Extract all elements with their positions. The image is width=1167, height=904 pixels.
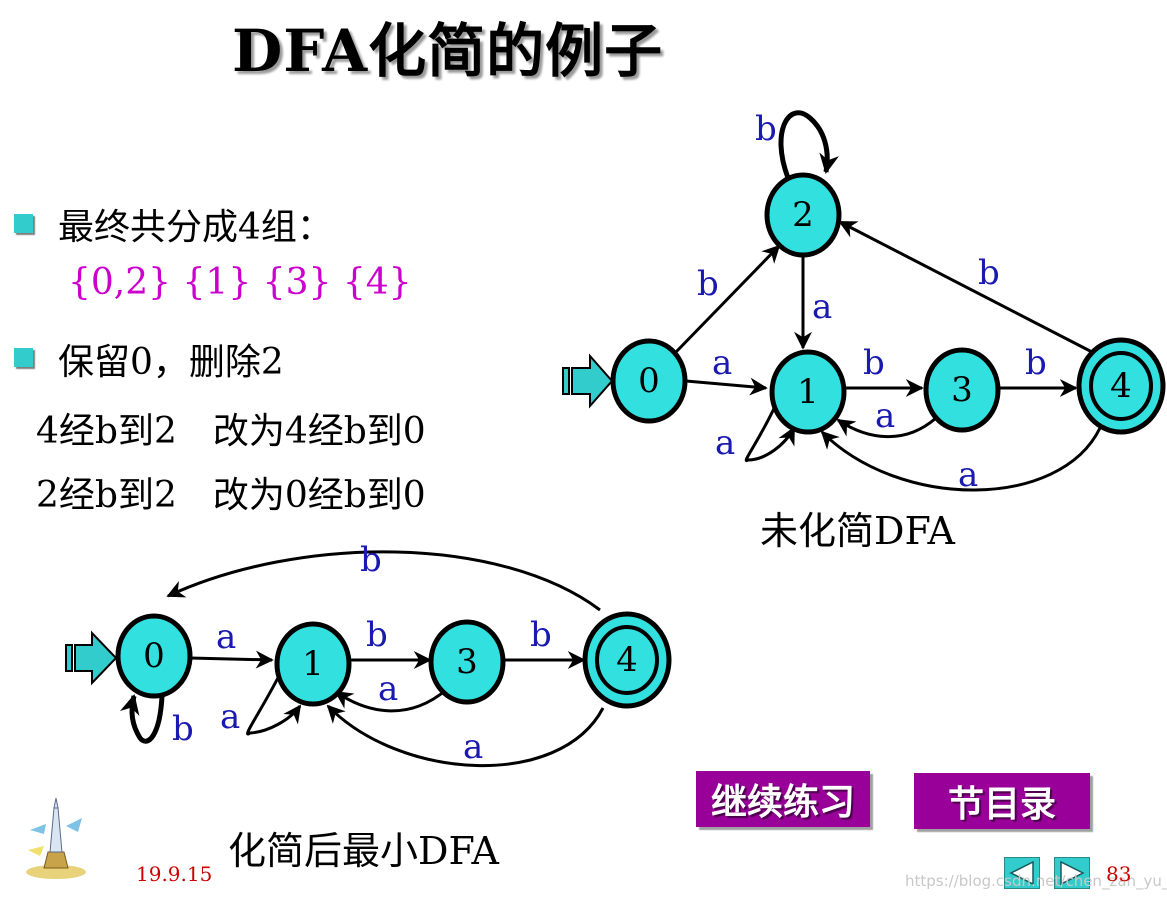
label-2-1: a [812, 287, 832, 327]
date-stamp: 19.9.15 [136, 862, 213, 886]
svg-text:3: 3 [456, 642, 478, 682]
label-0-1: a [712, 343, 732, 383]
label-1-1: a [220, 697, 240, 737]
state-4-accepting: 4 [582, 611, 672, 709]
state-0: 0 [610, 338, 688, 424]
edge-4-2-b [838, 220, 1093, 354]
minimized-dfa: a b b a a b a b 0 1 3 4 [65, 540, 672, 768]
edge-1-1-a [246, 669, 302, 736]
caption-original-dfa: 未化简DFA [760, 509, 955, 553]
bullet-groups-count: 最终共分成4组： [58, 207, 333, 248]
label-0-1: a [216, 617, 236, 657]
label-2-2: b [755, 109, 777, 149]
edge-4-0-b [166, 550, 601, 612]
edge-4-1-a [326, 704, 605, 768]
original-dfa: a b a b b b a a b a 0 1 2 3 4 [562, 109, 1166, 495]
svg-text:2: 2 [792, 195, 814, 235]
groups-list: {0,2} {1} {3} {4} [68, 262, 412, 303]
svg-text:1: 1 [302, 644, 324, 684]
rule-line-2: 2经b到2 改为0经b到0 [36, 475, 426, 516]
state-3: 3 [428, 619, 506, 705]
section-toc-button[interactable]: 节目录 [914, 773, 1090, 829]
rule-line-1: 4经b到2 改为4经b到0 [36, 411, 426, 452]
label-1-3: b [863, 343, 885, 383]
prev-slide-button[interactable] [1004, 857, 1040, 889]
bullet-square-icon [14, 214, 33, 233]
bullet-square-icon [14, 348, 33, 367]
label-3-1: a [875, 396, 895, 436]
edge-1-1-a [744, 399, 796, 463]
label-4-0: b [360, 540, 382, 580]
triangle-left-icon [1009, 860, 1034, 886]
svg-text:0: 0 [638, 361, 660, 401]
state-0: 0 [115, 613, 193, 699]
state-1: 1 [769, 349, 847, 435]
svg-text:4: 4 [616, 640, 638, 680]
state-3: 3 [923, 347, 1001, 433]
start-arrow-icon [562, 353, 614, 409]
label-1-1: a [715, 423, 735, 463]
svg-text:3: 3 [951, 370, 973, 410]
caption-minimized-dfa: 化简后最小DFA [228, 829, 499, 873]
edge-2-2-b [778, 110, 840, 179]
edge-0-0-b [119, 694, 165, 744]
svg-text:4: 4 [1110, 366, 1132, 406]
state-1: 1 [274, 621, 352, 707]
label-3-4: b [530, 615, 552, 655]
label-0-2: b [697, 264, 719, 304]
edge-3-1-a [836, 416, 937, 439]
state-2: 2 [764, 172, 842, 258]
monument-clipart-icon [26, 797, 86, 879]
next-slide-button[interactable] [1054, 857, 1090, 889]
slide-number: 83 [1106, 862, 1132, 886]
start-arrow-icon [65, 630, 118, 686]
label-3-4: b [1025, 343, 1047, 383]
label-4-2: b [978, 253, 1000, 293]
watermark: https://blog.csdn.net/chen_zan_yu_ [905, 872, 1167, 890]
label-1-3: b [366, 615, 388, 655]
svg-text:0: 0 [143, 636, 165, 676]
triangle-right-icon [1060, 860, 1085, 886]
page-title: DFA化简的例子 [232, 17, 664, 85]
bullet-keep-delete: 保留0，删除2 [58, 342, 284, 383]
label-0-0: b [172, 709, 194, 749]
label-4-1: a [463, 727, 483, 767]
state-4-accepting: 4 [1076, 337, 1166, 435]
edge-0-1-a [189, 650, 274, 669]
edge-0-1-a [685, 377, 768, 396]
label-3-1: a [378, 669, 398, 709]
continue-practice-button[interactable]: 继续练习 [696, 771, 870, 827]
svg-text:1: 1 [797, 372, 819, 412]
label-4-1: a [958, 455, 978, 495]
edge-3-1-a [334, 688, 447, 713]
edge-4-1-a [820, 427, 1102, 492]
edge-0-2-b [674, 244, 781, 354]
